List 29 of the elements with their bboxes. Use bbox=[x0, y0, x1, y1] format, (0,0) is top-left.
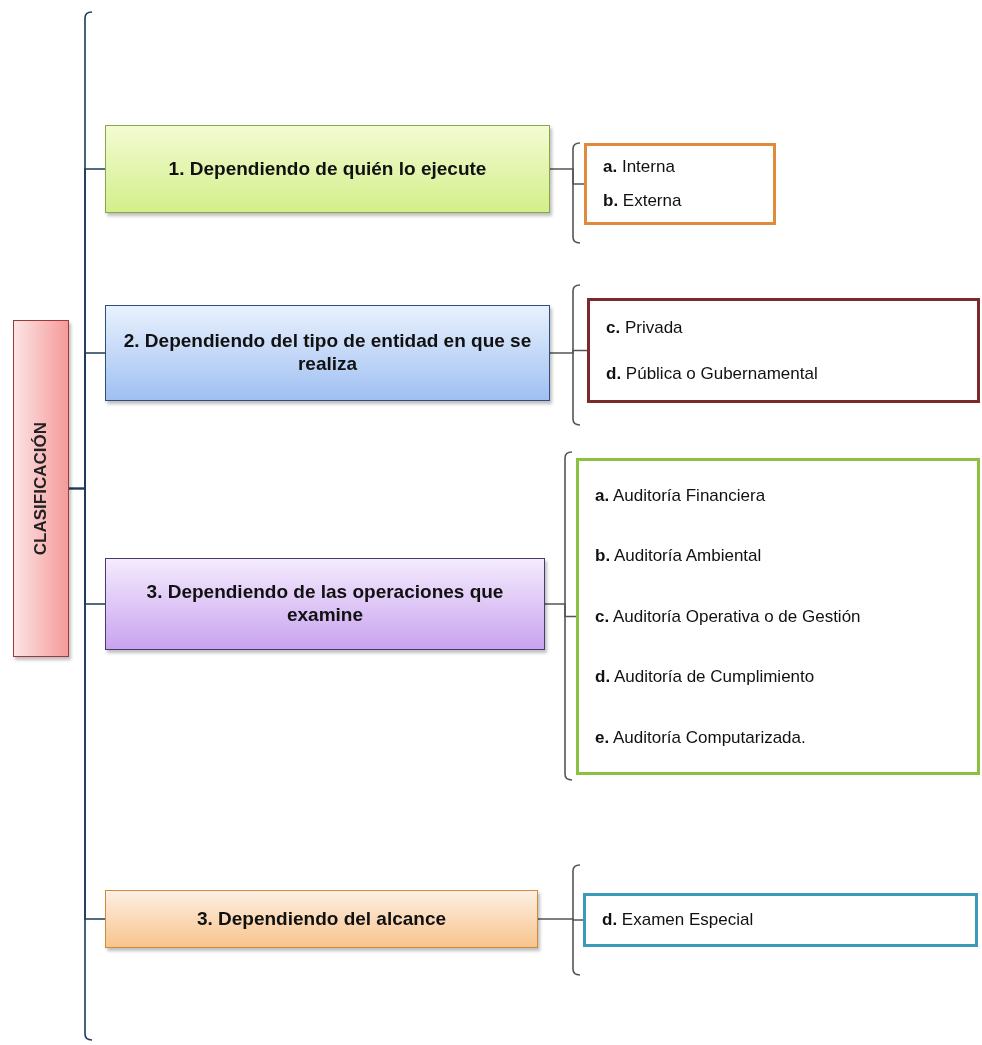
connector bbox=[537, 918, 584, 921]
category-box bbox=[105, 305, 550, 401]
list-item: b. Auditoría Ambiental bbox=[595, 545, 763, 567]
category-label: 1. Dependiendo de quién lo ejecute bbox=[168, 157, 487, 181]
list-item: d. Auditoría de Cumplimiento bbox=[595, 666, 816, 688]
list-item: d. Pública o Gubernamental bbox=[606, 362, 819, 384]
list-item: d. Examen Especial bbox=[602, 909, 755, 931]
connector bbox=[68, 487, 106, 920]
list-item: c. Privada bbox=[606, 317, 684, 339]
category-box bbox=[105, 890, 538, 948]
items-box bbox=[576, 458, 980, 775]
list-item: c. Auditoría Operativa o de Gestión bbox=[595, 605, 862, 628]
list-item: a. Auditoría Financiera bbox=[595, 484, 767, 506]
items-box bbox=[583, 893, 978, 947]
list-item: b. Externa bbox=[603, 190, 683, 212]
items-box bbox=[587, 298, 980, 403]
category-label: 3. Dependiendo de las operaciones que examine bbox=[145, 581, 505, 627]
list-item: e. Auditoría Computarizada. bbox=[595, 727, 807, 749]
connector bbox=[544, 603, 577, 618]
category-box bbox=[105, 558, 545, 650]
category-label: 2. Dependiendo del tipo de entidad en que se realiza bbox=[122, 330, 533, 376]
vertical-title: CLASIFICACIÓN bbox=[30, 421, 51, 556]
connector bbox=[549, 168, 585, 185]
category-box bbox=[13, 320, 69, 657]
connector bbox=[549, 349, 588, 354]
items-box bbox=[584, 143, 776, 225]
category-box bbox=[105, 125, 550, 213]
category-label: 3. Dependiendo del alcance bbox=[196, 907, 447, 931]
list-item: a. Interna bbox=[603, 156, 676, 178]
